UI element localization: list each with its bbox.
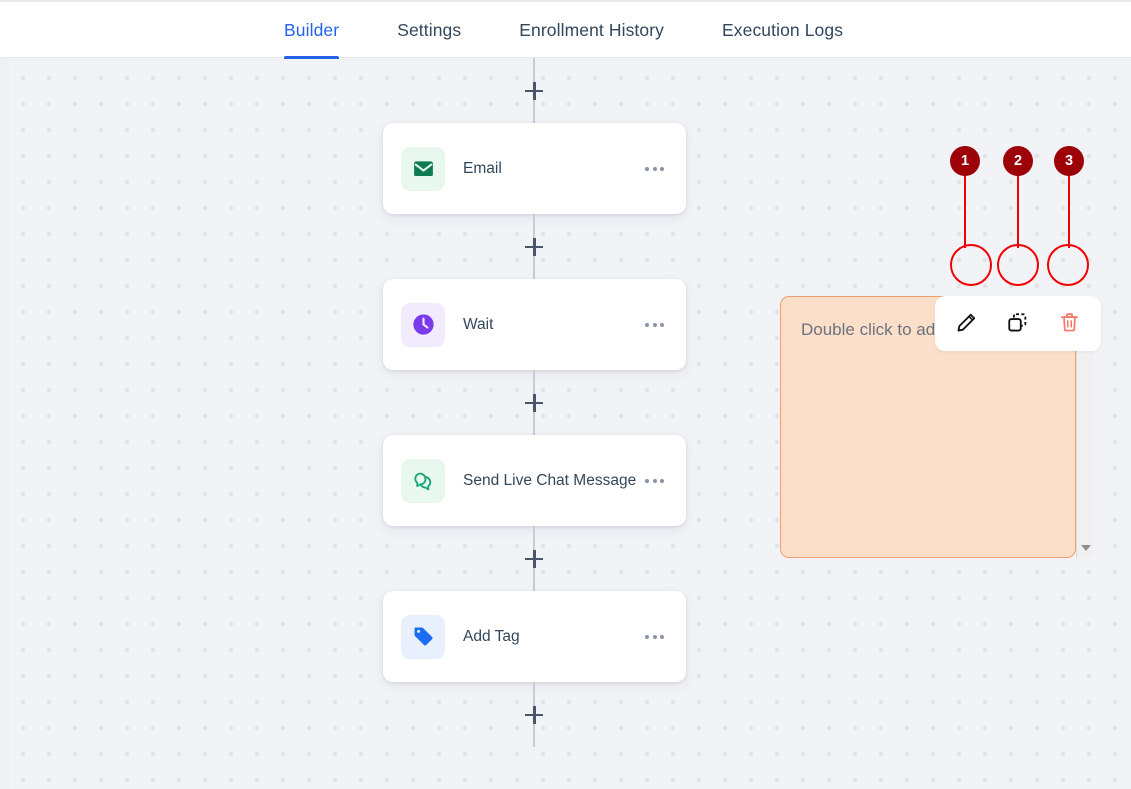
workflow-node-email[interactable]: Email (383, 123, 686, 214)
pencil-icon (955, 311, 978, 337)
node-label: Wait (463, 315, 494, 333)
note-toolbar (935, 296, 1101, 351)
delete-note-button[interactable] (1052, 307, 1086, 341)
edit-note-button[interactable] (950, 307, 984, 341)
add-step-button[interactable] (524, 237, 544, 257)
menu-dot (652, 322, 657, 327)
connector (383, 214, 686, 279)
tag-icon (401, 614, 445, 659)
chat-bubble-icon (401, 458, 445, 503)
tab-settings[interactable]: Settings (397, 2, 461, 59)
node-label: Email (463, 159, 502, 177)
node-label: Add Tag (463, 627, 520, 645)
menu-dot (652, 634, 657, 639)
add-step-button[interactable] (524, 393, 544, 413)
tab-execution-logs[interactable]: Execution Logs (722, 2, 843, 59)
workflow-canvas[interactable]: Email Wait (0, 58, 1131, 789)
add-step-button[interactable] (524, 81, 544, 101)
duplicate-icon (1006, 311, 1029, 337)
menu-dot (652, 166, 657, 171)
tab-builder[interactable]: Builder (284, 2, 340, 59)
add-step-button[interactable] (524, 549, 544, 569)
trash-icon (1058, 311, 1081, 337)
workflow-flow: Email Wait (383, 58, 686, 747)
menu-dot (645, 322, 649, 327)
duplicate-note-button[interactable] (1001, 307, 1035, 341)
node-label: Send Live Chat Message (463, 471, 637, 489)
menu-dot (652, 478, 657, 483)
tab-bar: Builder Settings Enrollment History Exec… (284, 2, 843, 59)
connector (383, 58, 686, 123)
menu-dot (645, 634, 649, 639)
workflow-node-send-live-chat-message[interactable]: Send Live Chat Message (383, 435, 686, 526)
canvas-left-edge (0, 58, 9, 789)
node-menu-button[interactable] (641, 159, 668, 179)
page-header: Builder Settings Enrollment History Exec… (0, 0, 1131, 59)
node-menu-button[interactable] (641, 315, 668, 335)
envelope-icon (401, 146, 445, 191)
clock-icon (401, 302, 445, 347)
menu-dot (660, 478, 664, 483)
node-menu-button[interactable] (641, 627, 668, 647)
menu-dot (645, 478, 649, 483)
menu-dot (645, 166, 649, 171)
workflow-node-add-tag[interactable]: Add Tag (383, 591, 686, 682)
menu-dot (660, 322, 664, 327)
connector (383, 682, 686, 747)
connector (383, 370, 686, 435)
menu-dot (660, 634, 664, 639)
node-menu-button[interactable] (641, 471, 668, 491)
connector (383, 526, 686, 591)
tab-enrollment-history[interactable]: Enrollment History (519, 2, 664, 59)
add-step-button[interactable] (524, 705, 544, 725)
menu-dot (660, 166, 664, 171)
workflow-node-wait[interactable]: Wait (383, 279, 686, 370)
scroll-down-arrow-icon[interactable] (1077, 539, 1094, 556)
